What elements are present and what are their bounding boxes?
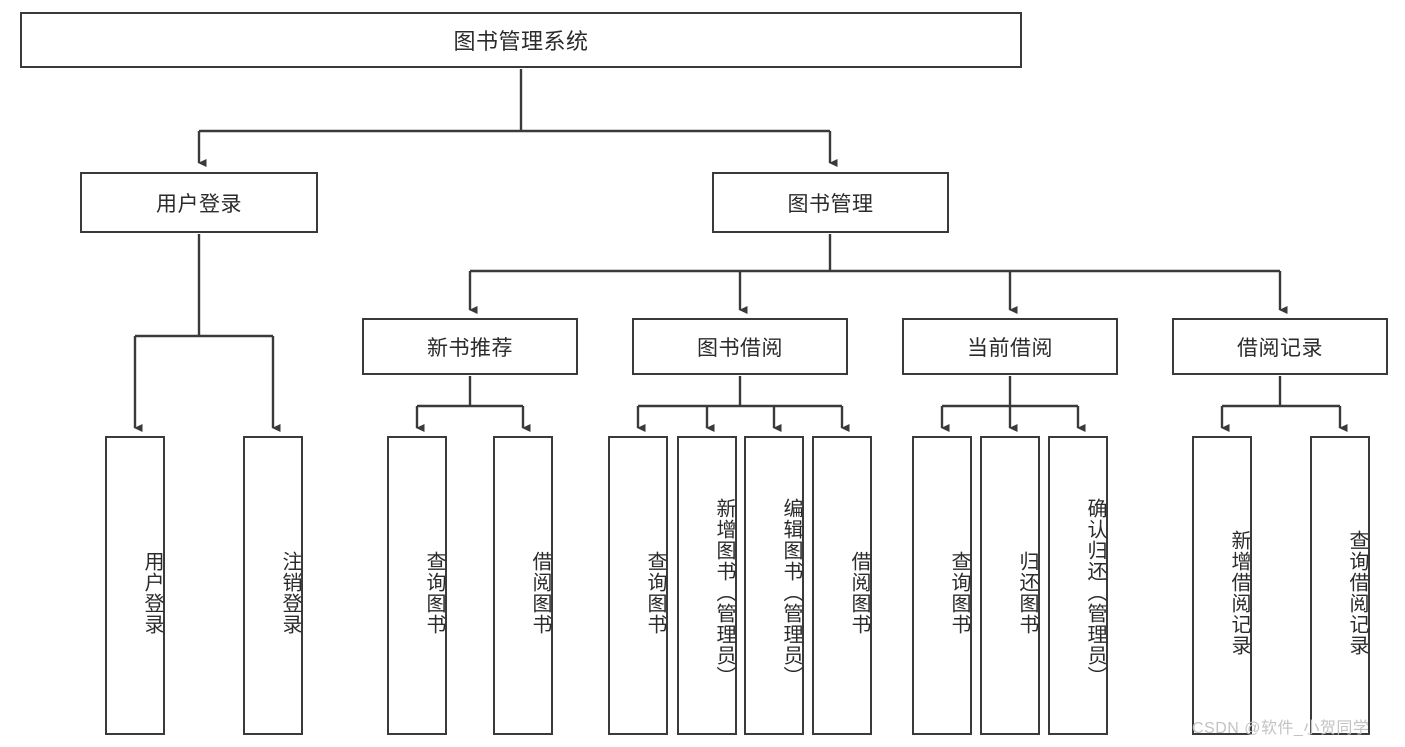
node-label: 图书管理 <box>787 192 874 216</box>
node-label: 查询借阅记录 <box>1346 529 1368 656</box>
leaf-logout-login[interactable]: 注销登录 <box>243 436 303 735</box>
node-label: 注销登录 <box>279 550 301 635</box>
leaf-borrow-book-2[interactable]: 借阅图书 <box>812 436 872 735</box>
node-label: 用户登录 <box>156 192 242 216</box>
node-label: 查询图书 <box>423 550 445 635</box>
node-user-login[interactable]: 用户登录 <box>80 172 318 233</box>
node-label: 查询图书 <box>948 550 970 635</box>
node-book-management[interactable]: 图书管理 <box>712 172 949 233</box>
node-book-management-system[interactable]: 图书管理系统 <box>20 12 1022 68</box>
leaf-confirm-return[interactable]: 确认归还（管理员） <box>1048 436 1108 735</box>
leaf-borrow-book-1[interactable]: 借阅图书 <box>493 436 553 735</box>
leaf-user-login[interactable]: 用户登录 <box>105 436 165 735</box>
leaf-query-record[interactable]: 查询借阅记录 <box>1310 436 1370 735</box>
leaf-add-record[interactable]: 新增借阅记录 <box>1192 436 1252 735</box>
leaf-edit-book[interactable]: 编辑图书（管理员） <box>744 436 804 735</box>
node-new-book-recommend[interactable]: 新书推荐 <box>362 318 578 375</box>
node-label: 图书管理系统 <box>453 29 589 54</box>
leaf-return-book[interactable]: 归还图书 <box>980 436 1040 735</box>
node-borrow-record[interactable]: 借阅记录 <box>1172 318 1388 375</box>
node-current-borrow[interactable]: 当前借阅 <box>902 318 1118 375</box>
leaf-query-book-1[interactable]: 查询图书 <box>387 436 447 735</box>
node-label: 新增借阅记录 <box>1228 529 1250 656</box>
node-label: 新书推荐 <box>427 336 513 360</box>
node-label: 查询图书 <box>644 550 666 635</box>
node-label: 新增图书（管理员） <box>713 498 735 687</box>
leaf-query-book-2[interactable]: 查询图书 <box>608 436 668 735</box>
leaf-query-book-3[interactable]: 查询图书 <box>912 436 972 735</box>
node-label: 当前借阅 <box>967 336 1053 360</box>
node-label: 借阅记录 <box>1237 336 1323 360</box>
node-label: 借阅图书 <box>529 550 551 635</box>
node-label: 编辑图书（管理员） <box>780 498 802 687</box>
csdn-watermark: CSDN @软件_小贺同学 <box>1192 720 1370 737</box>
node-label: 用户登录 <box>141 550 163 635</box>
node-label: 归还图书 <box>1016 550 1038 635</box>
node-label: 借阅图书 <box>848 550 870 635</box>
node-book-borrow[interactable]: 图书借阅 <box>632 318 848 375</box>
leaf-add-book[interactable]: 新增图书（管理员） <box>677 436 737 735</box>
node-label: 确认归还（管理员） <box>1084 498 1106 687</box>
node-label: 图书借阅 <box>697 336 783 360</box>
